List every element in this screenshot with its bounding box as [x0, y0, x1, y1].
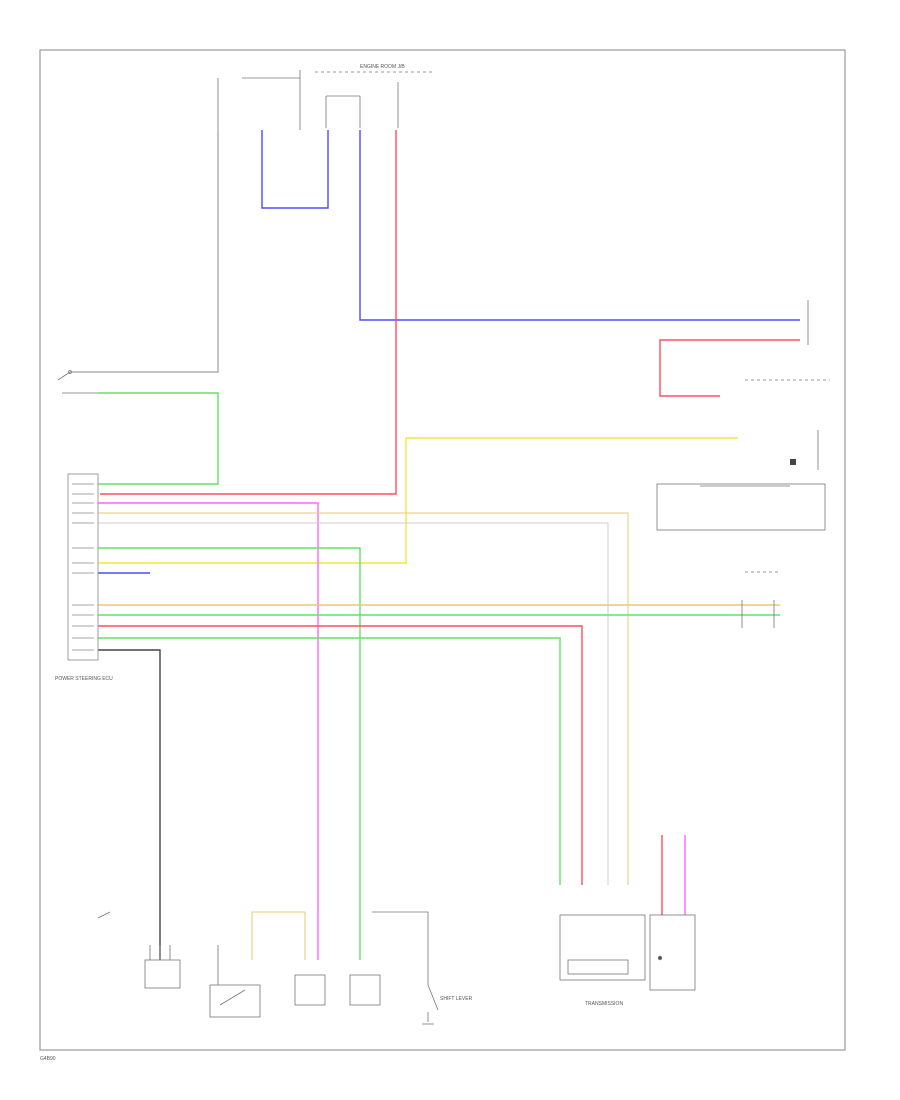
top-fuse-block — [217, 70, 432, 130]
wire-red-lower — [98, 625, 583, 885]
wire-tan — [98, 512, 629, 885]
ecu-connector — [67, 473, 99, 661]
wire-grey-lower — [98, 649, 161, 960]
wire-grey-top — [70, 130, 219, 373]
wire-red-small — [659, 339, 800, 397]
top-label: ENGINE ROOM J/B — [360, 64, 405, 70]
wire-green-top — [98, 392, 219, 485]
wire-tan-bottom — [251, 911, 306, 960]
page-code: G4B90 — [40, 1056, 56, 1062]
wire-blue-loop — [261, 130, 329, 209]
wire-green-mid — [98, 547, 361, 960]
bottom-components — [97, 911, 696, 1025]
wires — [70, 130, 800, 960]
top-left-switch — [57, 370, 98, 394]
wire-red-main — [100, 130, 397, 495]
shift-label: SHIFT LEVER — [440, 996, 473, 1002]
wire-lightgrey — [98, 522, 609, 885]
transmission-label: TRANSMISSION — [585, 1001, 623, 1007]
diagram-frame — [39, 49, 846, 1051]
right-components — [656, 300, 830, 628]
wire-pink — [98, 502, 319, 960]
wire-green-lower — [98, 637, 561, 885]
wire-yellow — [98, 437, 738, 564]
wire-blue-main — [359, 130, 800, 321]
ecu-label: POWER STEERING ECU — [55, 676, 113, 682]
